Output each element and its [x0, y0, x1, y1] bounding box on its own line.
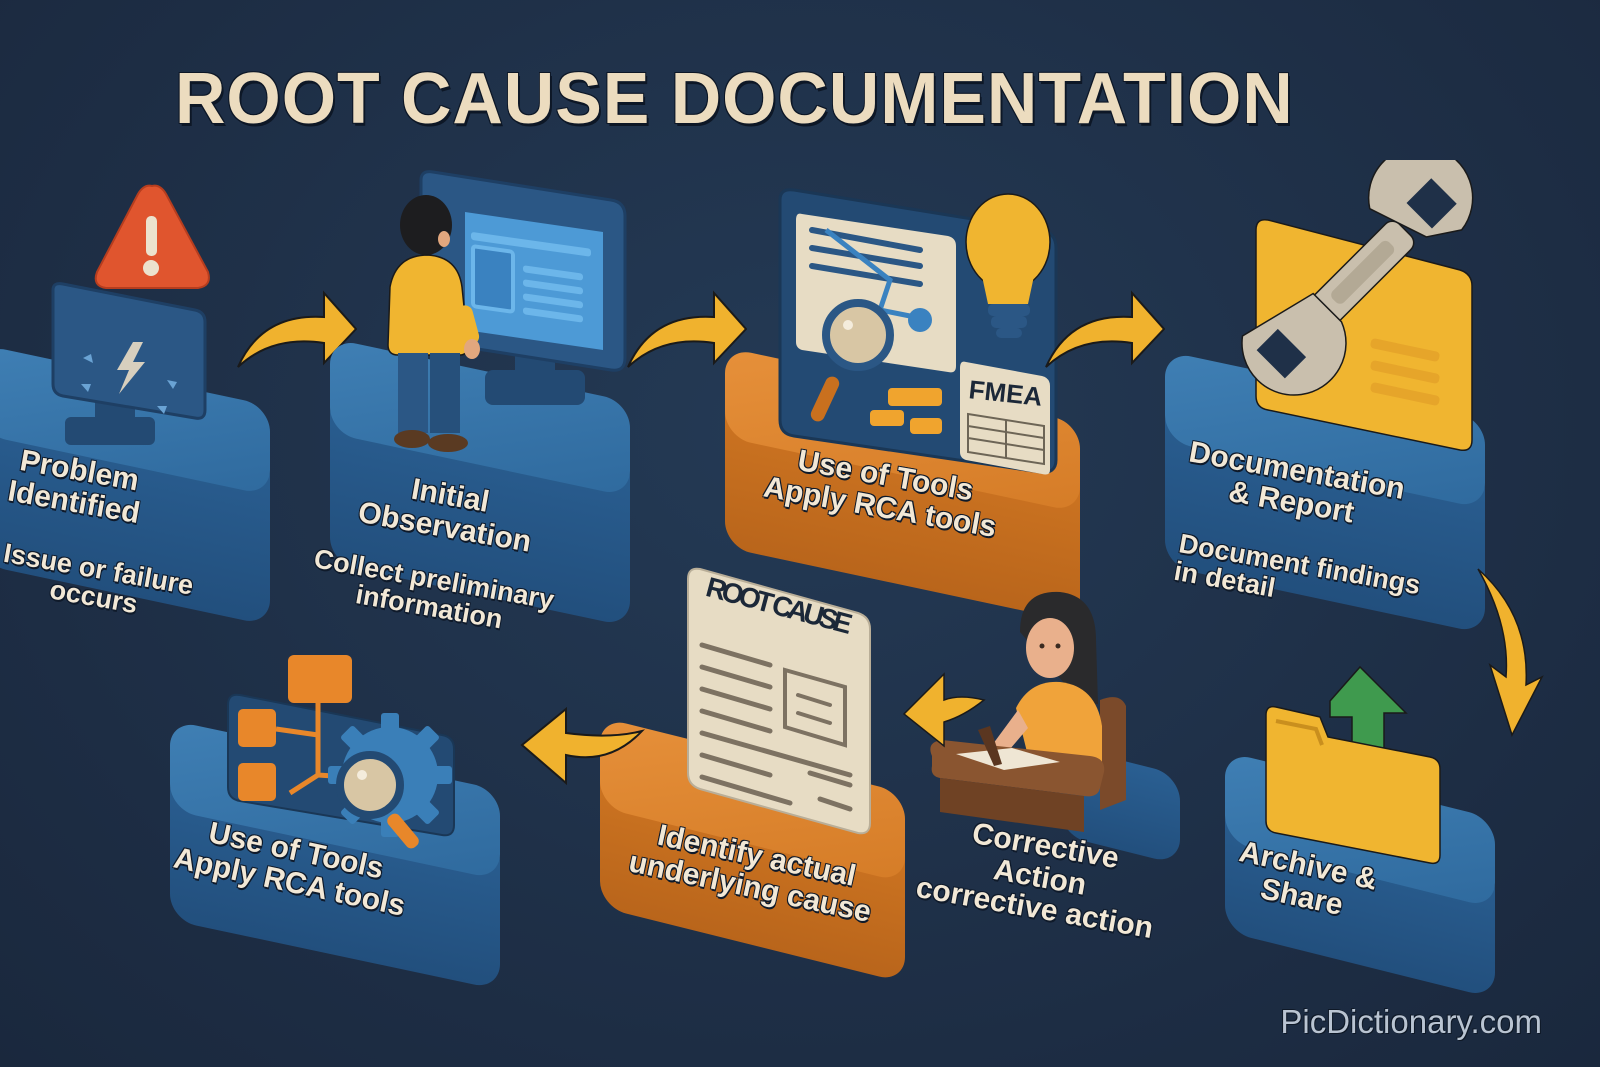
person-writing-desk-icon	[930, 591, 1126, 832]
arrow-right-icon	[627, 290, 747, 368]
step-root-cause: ROOT CAUSE Identify actual underlying ca…	[590, 555, 910, 984]
step-documentation-report: Documentation & Report Document findings…	[1160, 160, 1490, 660]
page-title: ROOT CAUSE DOCUMENTATION	[175, 59, 1294, 139]
arrow-left-icon	[520, 706, 646, 786]
wrench-document-icon	[1241, 160, 1474, 452]
watermark: PicDictionary.com	[1280, 1003, 1542, 1040]
person-icon	[387, 195, 480, 452]
warning-icon	[94, 184, 210, 289]
arrow-down-curved-icon	[1477, 568, 1544, 737]
arrow-right-icon	[237, 290, 357, 368]
root-cause-document-icon: ROOT CAUSE	[687, 567, 871, 835]
flowchart-gear-magnifier-icon	[227, 655, 455, 849]
step-use-of-tools-bottom: Use of Tools Apply RCA tools	[165, 625, 505, 991]
arrow-left-icon	[902, 672, 986, 748]
step-problem-identified: Problem Identified Issue or failure occu…	[0, 170, 290, 650]
step-archive-share: Archive & Share	[1205, 665, 1495, 999]
step-corrective-action: Corrective Action corrective action	[914, 580, 1180, 980]
rca-tools-board-icon: FMEA	[778, 188, 1058, 475]
arrow-right-icon	[1045, 290, 1165, 368]
broken-monitor-icon	[51, 282, 207, 445]
step-initial-observation: Initial Observation Collect preliminary …	[312, 170, 630, 670]
step-use-of-tools-top: FMEA Use of Tools Apply RCA tools	[720, 170, 1090, 623]
folder-upload-icon	[1265, 665, 1441, 865]
